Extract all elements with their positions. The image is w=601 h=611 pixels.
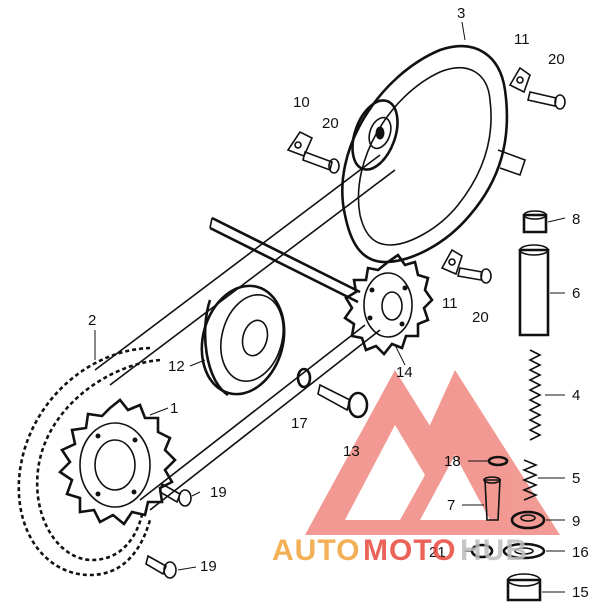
watermark-word-moto: MOTO: [363, 534, 456, 567]
part-20-bolt-left: [302, 150, 340, 174]
watermark-triangle-inner: [420, 455, 490, 520]
chain-run-lines: [94, 154, 396, 511]
callout-2: 2: [88, 312, 96, 329]
watermark-text: AUTO MOTO HUB: [272, 534, 528, 567]
callout-19-upper: 19: [210, 484, 227, 501]
callout-20-left: 20: [322, 115, 339, 132]
part-10-bracket: [286, 130, 314, 158]
watermark-logo-mark: [305, 370, 560, 535]
watermark-triangle-right: [380, 370, 560, 535]
part-8-cap: [522, 210, 548, 234]
callout-16: 16: [572, 544, 589, 561]
part-20-bolt-top: [527, 91, 566, 110]
part-3-chain-case: [341, 44, 527, 264]
part-11-bracket-mid: [440, 248, 463, 276]
watermark-word-auto: AUTO: [272, 534, 360, 567]
callout-18: 18: [444, 453, 461, 470]
callout-21: 21: [429, 544, 446, 561]
part-16-washer: [502, 542, 546, 560]
part-13-bolt: [317, 383, 369, 419]
callout-7: 7: [447, 497, 455, 514]
callout-20-mid: 20: [472, 309, 489, 326]
part-18-o-ring: [487, 455, 509, 467]
part-6-tube: [518, 244, 550, 337]
part-2-drive-chain: [17, 346, 161, 577]
part-9-nut: [510, 510, 546, 530]
callout-14: 14: [396, 364, 413, 381]
callout-numbers: 3 11 20 10 20 8 6 11 20 2 12 14 4 1 17 1…: [88, 5, 589, 601]
callout-20-top: 20: [548, 51, 565, 68]
callout-1: 1: [170, 400, 178, 417]
callout-5: 5: [572, 470, 580, 487]
part-12-pulley-drum: [200, 284, 286, 397]
watermark-word-hub: HUB: [460, 534, 528, 567]
drive-shaft: [209, 216, 361, 304]
part-19-bolt-lower: [145, 554, 177, 579]
callout-3: 3: [457, 5, 465, 22]
callout-6: 6: [572, 285, 580, 302]
part-19-bolt-upper: [159, 482, 192, 507]
callout-19-lower: 19: [200, 558, 217, 575]
part-1-sprocket: [57, 398, 177, 526]
callout-11-mid: 11: [442, 295, 458, 312]
part-4-spring: [528, 349, 542, 441]
part-15-bottom-nut: [506, 573, 542, 602]
callout-15: 15: [572, 584, 589, 601]
part-5-spring: [521, 459, 539, 501]
part-20-bolt-mid: [457, 267, 492, 284]
part-17-washer: [296, 367, 312, 389]
part-7-screw: [483, 476, 501, 521]
callout-13: 13: [343, 443, 360, 460]
callout-8: 8: [572, 211, 580, 228]
callout-11-top: 11: [514, 31, 530, 48]
callout-10: 10: [293, 94, 310, 111]
part-14-drive-sprocket: [343, 253, 434, 356]
callout-4: 4: [572, 387, 580, 404]
part-11-bracket-top: [508, 66, 531, 94]
callout-12: 12: [168, 358, 185, 375]
watermark-triangle-inner2: [345, 425, 425, 520]
leader-lines: [94, 21, 566, 593]
callout-17: 17: [291, 415, 308, 432]
callout-9: 9: [572, 513, 580, 530]
